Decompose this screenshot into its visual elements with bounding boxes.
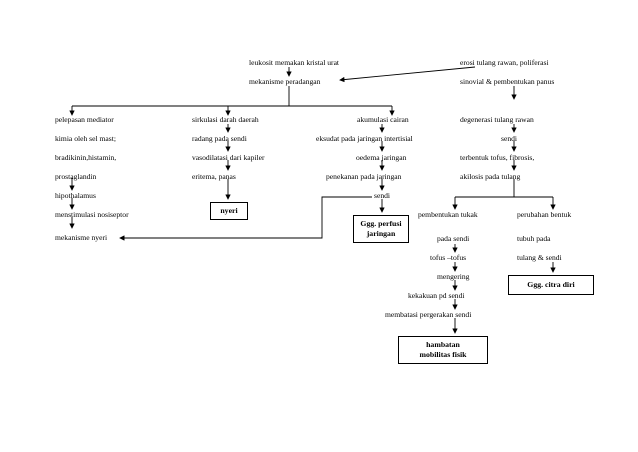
node-col1-3: bradikinin,histamin, bbox=[55, 153, 117, 162]
node-col2-1: sirkulasi darah daerah bbox=[192, 115, 259, 124]
box-nyeri: nyeri bbox=[210, 202, 248, 220]
box-hambatan-line2: mobilitas fisik bbox=[419, 350, 467, 359]
box-hambatan-line1: hambatan bbox=[426, 340, 460, 349]
node-rb-3: tulang & sendi bbox=[517, 253, 562, 262]
node-col3-1: akumulasi cairan bbox=[357, 115, 409, 124]
arrow-sendi-to-nyeri bbox=[119, 196, 372, 241]
node-col3-2: eksudat pada jaringan intertisial bbox=[316, 134, 413, 143]
node-lb-5: kekakuan pd sendi bbox=[408, 291, 465, 300]
node-col1-5: hipothalamus bbox=[55, 191, 96, 200]
node-col4-4: akilosis pada tulang bbox=[460, 172, 521, 181]
node-leukosit: leukosit memakan kristal urat bbox=[249, 58, 340, 67]
box-ggg-perfusi-jaringan: Ggg. perfusi jaringan bbox=[353, 215, 409, 243]
node-col1-4: prostaglandin bbox=[55, 172, 97, 181]
node-mekanisme-peradangan: mekanisme peradangan bbox=[249, 77, 321, 86]
node-col2-4: eritema, panas bbox=[192, 172, 236, 181]
node-col1-1: pelepasan mediator bbox=[55, 115, 114, 124]
node-col2-2: radang pada sendi bbox=[192, 134, 247, 143]
node-lb-4: mengering bbox=[437, 272, 470, 281]
node-rb-1: perubahan bentuk bbox=[517, 210, 572, 219]
node-rb-2: tubuh pada bbox=[517, 234, 551, 243]
node-col3-4: penekanan pada jaringan bbox=[326, 172, 402, 181]
node-sinovial: sinovial & pembentukan panus bbox=[460, 77, 555, 86]
node-col4-3: terbentuk tofus, fibrosis, bbox=[460, 153, 535, 162]
node-col1-6: menstimulasi nosiseptor bbox=[55, 210, 129, 219]
node-lb-1: pembentukan tukak bbox=[418, 210, 478, 219]
arrow-erosi-to-mekanisme bbox=[339, 66, 476, 83]
node-col4-1: degenerasi tulang rawan bbox=[460, 115, 534, 124]
node-col1-7: mekanisme nyeri bbox=[55, 233, 108, 242]
node-col2-3: vasodilatasi dari kapiler bbox=[192, 153, 265, 162]
node-lb-6: membatasi pergerakan sendi bbox=[385, 310, 472, 319]
box-nyeri-label: nyeri bbox=[220, 206, 238, 215]
box-ggg-citra-diri: Ggg. citra diri bbox=[508, 275, 594, 295]
node-lb-3: tofus –tofus bbox=[430, 253, 467, 262]
box-perfusi-line1: Ggg. perfusi bbox=[360, 219, 402, 228]
node-col4-2: sendi bbox=[501, 134, 518, 143]
node-col3-5: sendi bbox=[374, 191, 391, 200]
box-perfusi-line2: jaringan bbox=[366, 229, 396, 238]
node-col3-3: oedema jaringan bbox=[356, 153, 407, 162]
box-hambatan-mobilitas-fisik: hambatan mobilitas fisik bbox=[398, 336, 488, 364]
node-col1-2: kimia oleh sel mast; bbox=[55, 134, 116, 143]
node-erosi: erosi tulang rawan, poliferasi bbox=[460, 58, 549, 67]
box-citra-diri-label: Ggg. citra diri bbox=[527, 280, 575, 289]
node-lb-2: pada sendi bbox=[437, 234, 470, 243]
